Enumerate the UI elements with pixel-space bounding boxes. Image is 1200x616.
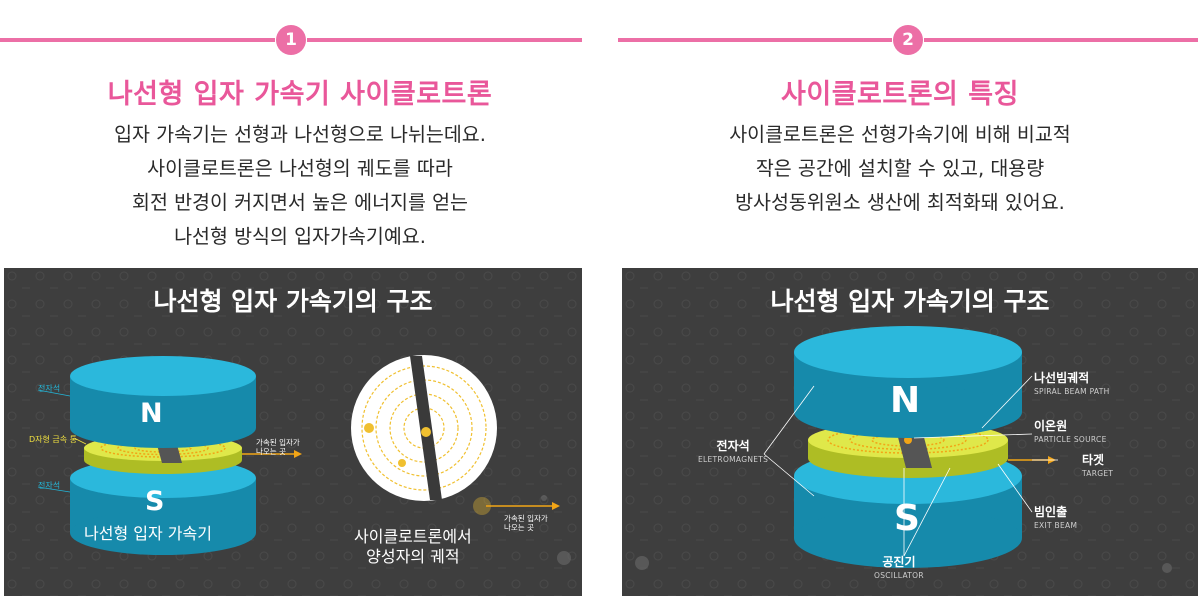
electromagnet-top-label: 전자석 [38, 384, 61, 393]
section-divider-left [618, 38, 892, 42]
section-1: 1 나선형 입자 가속기 사이클로트론 입자 가속기는 선형과 나선형으로 나뉘… [0, 25, 600, 254]
decor-dot [635, 556, 649, 570]
section-number-badge: 1 [276, 25, 306, 55]
cyclotron-illustration [4, 268, 582, 596]
section-heading: 사이클로트론의 특징 [781, 79, 1019, 110]
north-pole-label: N [140, 398, 163, 429]
leader-lines [763, 375, 1058, 557]
electromagnet-bottom-label: 전자석 [38, 481, 61, 490]
section-body: 입자 가속기는 선형과 나선형으로 나뉘는데요. 사이클로트론은 나선형의 궤도… [0, 118, 600, 254]
caption-cyclotron: 나선형 입자 가속기 [84, 524, 212, 543]
section-divider-right [307, 38, 582, 42]
body-line: 입자 가속기는 선형과 나선형으로 나뉘는데요. [114, 123, 486, 146]
body-line: 사이클로트론은 선형가속기에 비해 비교적 [729, 123, 1071, 146]
diagram-title: 나선형 입자 가속기의 구조 [153, 287, 433, 316]
south-pole-label: S [145, 486, 165, 517]
dee-label: D자형 금속 통 [29, 435, 78, 444]
cyclotron-structure-diagram-left: 나선형 입자 가속기의 구조 N S 전자석 D자형 금속 통 전자석 가속된 … [4, 268, 582, 596]
north-pole-label: N [890, 380, 921, 421]
proton-trajectory-disc [351, 355, 560, 515]
section-number-badge: 2 [893, 25, 923, 55]
body-line: 나선형 방식의 입자가속기예요. [174, 225, 426, 248]
section-divider-right [924, 38, 1198, 42]
south-pole-label: S [894, 498, 920, 539]
section-divider-left [0, 38, 275, 42]
magnet-top [794, 326, 1022, 438]
body-line: 작은 공간에 설치할 수 있고, 대용량 [755, 157, 1045, 180]
body-line: 사이클로트론은 나선형의 궤도를 따라 [147, 157, 453, 180]
magnet-top [70, 356, 256, 448]
body-line: 회전 반경이 커지면서 높은 에너지를 얻는 [132, 191, 468, 214]
diagram-title: 나선형 입자 가속기의 구조 [770, 287, 1050, 316]
section-body: 사이클로트론은 선형가속기에 비해 비교적 작은 공간에 설치할 수 있고, 대… [600, 118, 1200, 220]
body-line: 방사성동위원소 생산에 최적화돼 있어요. [735, 191, 1065, 214]
decor-dot [1162, 563, 1172, 573]
section-heading: 나선형 입자 가속기 사이클로트론 [107, 79, 493, 110]
decor-dot [541, 495, 547, 501]
section-2: 2 사이클로트론의 특징 사이클로트론은 선형가속기에 비해 비교적 작은 공간… [600, 0, 1200, 616]
decor-dot [557, 551, 571, 565]
cyclotron-illustration [622, 268, 1198, 596]
